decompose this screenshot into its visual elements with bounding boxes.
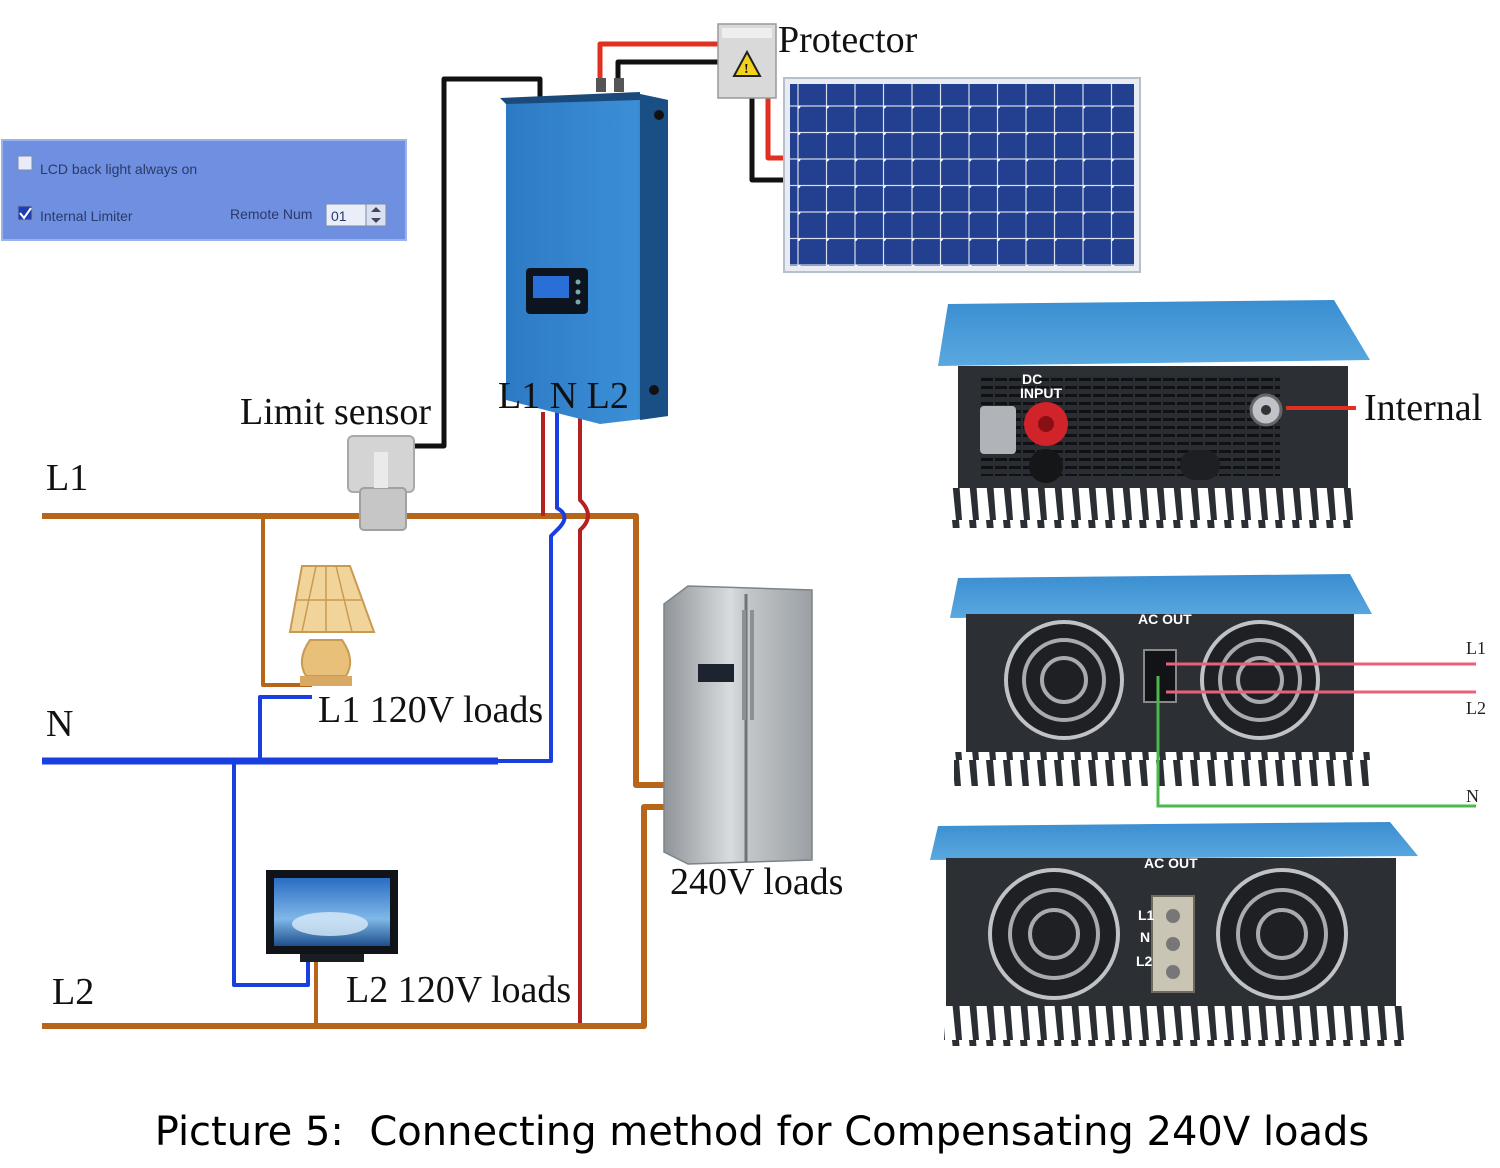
tv-icon [266,870,398,962]
circuit-wires [42,41,790,1029]
lcd-backlight-label: LCD back light always on [40,161,197,177]
sensor-signal-wire [410,76,543,449]
svg-text:!: ! [744,62,749,77]
internal-limiter-label: Internal Limiter [40,208,133,224]
dc-input-label: DC [1022,371,1042,387]
dc-negative-wire [615,59,718,84]
mount-hole-icon [649,385,659,395]
l1-bus-wire [42,513,664,788]
inverter-ac-side-view-1 [950,574,1476,808]
chevron-up-icon [371,207,381,212]
protector-box: ! [717,23,777,99]
remote-num-stepper[interactable] [365,203,387,227]
neutral-inverter-wire [498,412,567,763]
lcd-backlight-checkbox[interactable] [17,155,33,171]
line-l1-label: L1 [46,457,88,499]
remote-num-value: 01 [331,208,347,224]
checkmark-icon [19,207,32,220]
limit-sensor [347,435,415,531]
loads-240v-label: 240V loads [670,861,843,903]
diagram-labels: Protector Limit sensor L1 N L2 L1 N L2 L… [46,19,1486,1013]
l1-lamp-branch-wire [261,516,312,687]
wire-n-label: N [1466,786,1479,806]
remote-num-label: Remote Num [230,206,312,222]
terminal-n-label: N [1140,929,1150,945]
dc-positive-wire [597,41,718,84]
dc-input-label-2: INPUT [1020,385,1062,401]
l2-loads-label: L2 120V loads [346,969,571,1011]
protector-label: Protector [778,19,918,61]
l2-inverter-wire [578,412,590,1026]
terminal-l1-label: L1 [1138,907,1155,923]
settings-panel: LCD back light always on Internal Limite… [1,139,407,241]
figure-caption: Picture 5: Connecting method for Compens… [155,1109,1370,1155]
limit-sensor-label: Limit sensor [240,391,431,433]
lamp-icon [288,565,376,686]
refrigerator-icon [663,585,813,865]
solar-panel [783,77,1141,273]
wire-l2-label: L2 [1466,698,1486,718]
inverter-ac-side-view-2 [930,822,1418,1046]
l2-bus-wire [42,804,664,1029]
internal-limiter-checkbox[interactable] [17,205,33,221]
ac-socket-icon [1143,649,1177,703]
mount-hole-icon [654,110,664,120]
inverter-dc-side-view [938,300,1370,528]
grid-tie-inverter [500,78,668,424]
ac-out-label-1: AC OUT [1138,611,1192,627]
warning-icon [732,49,762,77]
terminal-l2-label: L2 [1136,953,1153,969]
line-l2-label: L2 [52,971,94,1013]
panel-negative-wire [749,96,790,183]
chevron-down-icon [371,218,381,223]
wire-l1-label: L1 [1466,638,1486,658]
l1-loads-label: L1 120V loads [318,689,543,731]
inverter-terminals-label: L1 N L2 [498,375,629,417]
neutral-tv-branch-wire [232,761,310,987]
ac-n-wire [1156,676,1476,808]
panel-positive-wire [765,96,790,161]
ac-out-label-2: AC OUT [1144,855,1198,871]
neutral-lamp-branch-wire [258,695,312,761]
line-n-label: N [46,703,73,745]
internal-label: Internal [1364,387,1482,429]
